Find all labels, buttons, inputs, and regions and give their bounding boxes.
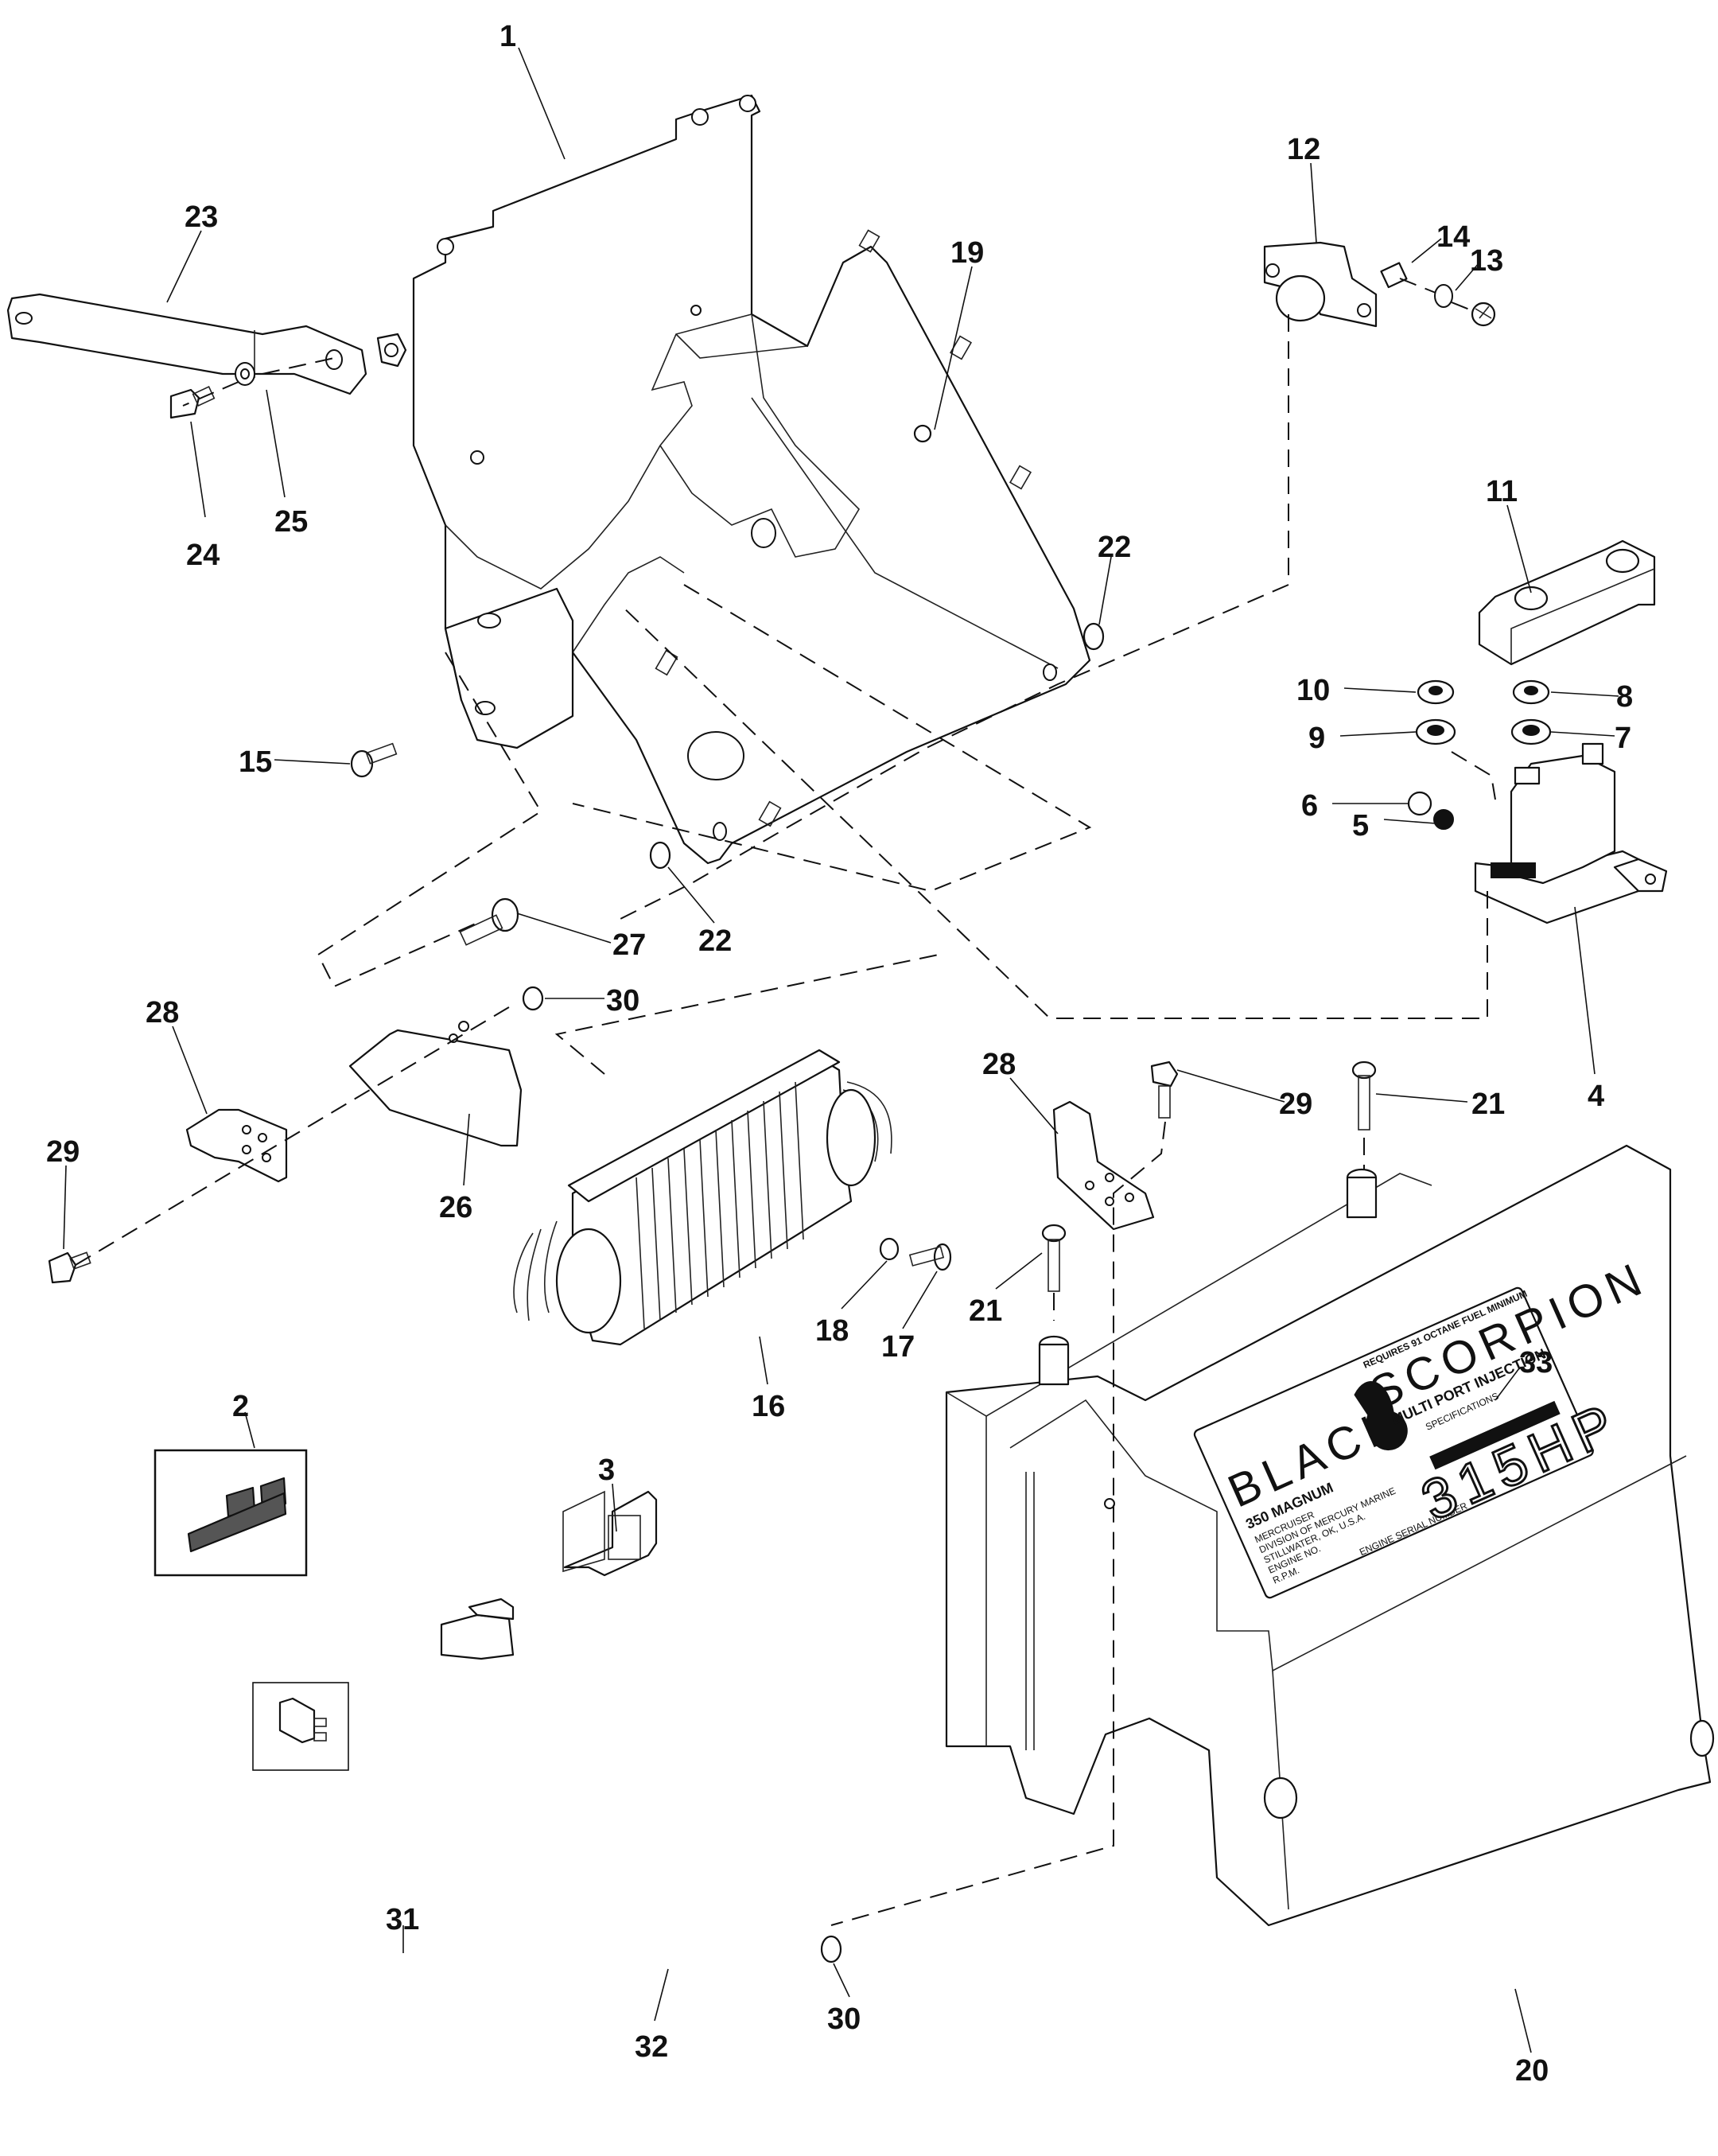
callout-19[interactable]: 19 (950, 236, 984, 270)
part-26-bracket[interactable] (348, 1021, 523, 1147)
part-28-bracket[interactable] (185, 1108, 288, 1183)
part-30-nut[interactable] (522, 986, 544, 1011)
stud (655, 229, 1032, 827)
part-10-nut[interactable] (1417, 679, 1455, 705)
callout-28[interactable]: 28 (982, 1048, 1016, 1081)
callout-10[interactable]: 10 (1296, 674, 1330, 707)
part-4-solenoid[interactable] (1474, 742, 1668, 924)
leader-lines (63, 47, 1619, 2053)
callout-21[interactable]: 21 (969, 1294, 1002, 1328)
part-15-bolt[interactable] (350, 742, 398, 778)
part-24-bolt[interactable] (169, 386, 216, 419)
callout-3[interactable]: 3 (598, 1454, 615, 1487)
part-17-bolt[interactable] (908, 1243, 952, 1271)
callout-20[interactable]: 20 (1515, 2054, 1549, 2088)
callout-16[interactable]: 16 (752, 1390, 785, 1423)
part-14-washer[interactable] (1434, 284, 1453, 308)
part-22-nut[interactable] (649, 841, 671, 870)
callout-4[interactable]: 4 (1588, 1080, 1604, 1113)
callout-30[interactable]: 30 (606, 984, 639, 1018)
callout-1[interactable]: 1 (499, 20, 516, 53)
part-13-screw[interactable] (1471, 302, 1496, 327)
callout-15[interactable]: 15 (239, 745, 272, 779)
part-6-nut[interactable] (1407, 791, 1432, 816)
callout-33[interactable]: 33 (1519, 1346, 1553, 1380)
callout-32[interactable]: 32 (635, 2030, 668, 2064)
part-32-relay[interactable] (440, 1598, 515, 1660)
callout-17[interactable]: 17 (881, 1330, 915, 1364)
callout-22[interactable]: 22 (698, 924, 732, 958)
callout-27[interactable]: 27 (612, 928, 646, 962)
part-19-nut[interactable] (913, 424, 932, 443)
callout-21[interactable]: 21 (1471, 1088, 1505, 1121)
part-1-mounting-bracket[interactable] (412, 94, 1091, 865)
part-25-washer[interactable] (235, 362, 255, 386)
part-2-decal-kit[interactable] (154, 1449, 308, 1577)
part-8-nut[interactable] (1512, 679, 1550, 705)
part-9-washer[interactable] (1415, 718, 1456, 745)
callout-9[interactable]: 9 (1308, 722, 1325, 755)
callout-29[interactable]: 29 (46, 1135, 80, 1169)
part-11-terminal-cover[interactable] (1478, 539, 1656, 666)
part-21-screw[interactable] (1041, 1224, 1067, 1292)
part-12-switch[interactable] (1263, 241, 1408, 328)
callout-14[interactable]: 14 (1436, 220, 1470, 254)
callout-13[interactable]: 13 (1470, 244, 1503, 278)
callout-8[interactable]: 8 (1616, 680, 1633, 714)
callout-5[interactable]: 5 (1352, 809, 1369, 843)
part-7-washer[interactable] (1510, 718, 1552, 745)
part-3-connector[interactable] (562, 1490, 658, 1577)
heat-sink-fins (636, 1081, 804, 1329)
callout-2[interactable]: 2 (232, 1390, 249, 1423)
part-23-lever-arm[interactable] (6, 293, 407, 395)
part-22-nut[interactable] (1082, 622, 1105, 651)
callout-7[interactable]: 7 (1615, 722, 1631, 755)
part-31-fuse[interactable] (252, 1682, 349, 1771)
callout-6[interactable]: 6 (1301, 789, 1318, 823)
callout-28[interactable]: 28 (146, 996, 179, 1029)
callout-11[interactable]: 11 (1486, 475, 1518, 508)
callout-18[interactable]: 18 (815, 1314, 849, 1348)
part-30-nut[interactable] (820, 1935, 842, 1963)
part-28-bracket[interactable] (1052, 1100, 1155, 1231)
part-18-washer[interactable] (879, 1237, 900, 1261)
callout-29[interactable]: 29 (1279, 1088, 1312, 1121)
part-29-bolt[interactable] (1150, 1060, 1179, 1119)
part-5-washer[interactable] (1433, 809, 1454, 830)
part-16-ecm-module[interactable] (513, 1049, 892, 1346)
callout-30[interactable]: 30 (827, 2002, 861, 2036)
assembly-lines (75, 278, 1496, 1926)
callout-26[interactable]: 26 (439, 1191, 472, 1224)
callout-12[interactable]: 12 (1287, 133, 1320, 166)
callout-25[interactable]: 25 (274, 505, 308, 539)
callout-31[interactable]: 31 (386, 1903, 419, 1936)
callout-24[interactable]: 24 (186, 539, 220, 572)
part-29-bolt[interactable] (48, 1251, 91, 1284)
callout-labels: 1 2 3 4 5 6 7 8 9 10 11 12 13 14 15 16 1… (46, 20, 1633, 2088)
callout-23[interactable]: 23 (185, 200, 218, 234)
callout-22[interactable]: 22 (1098, 531, 1131, 564)
part-27-bolt[interactable] (459, 897, 519, 946)
part-21-screw[interactable] (1351, 1060, 1377, 1131)
